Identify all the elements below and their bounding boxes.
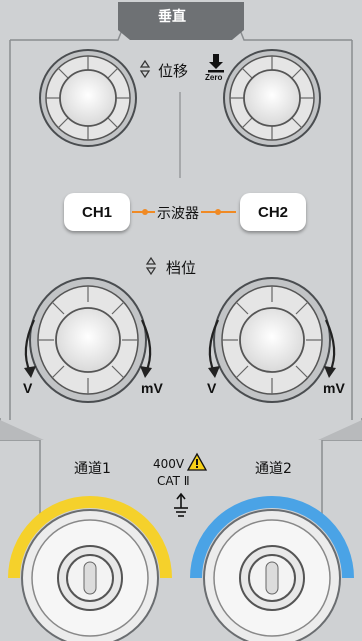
- header-tab: [118, 2, 244, 40]
- category-rating: CAT Ⅱ: [157, 474, 190, 488]
- zero-down-arrow-icon: [208, 54, 224, 73]
- position-knob-ch2[interactable]: [224, 50, 320, 146]
- channel1-input-label: 通道1: [74, 461, 111, 477]
- updown-arrows-icon: [145, 256, 157, 276]
- scale-knob-left-graphic: [24, 277, 152, 403]
- bnc-connector-ch2-graphic: [190, 496, 354, 641]
- oscilloscope-label: 示波器: [155, 203, 201, 223]
- position-knob-left-graphic: [39, 49, 137, 147]
- channel-link-dot-left: [142, 209, 148, 215]
- v-label-right: V: [207, 380, 217, 396]
- position-knob-right-graphic: [223, 49, 321, 147]
- zero-label: Zero: [205, 73, 223, 82]
- ch1-button[interactable]: CH1: [64, 193, 130, 231]
- bnc-connector-ch1-graphic: [8, 496, 172, 641]
- voltage-rating: 400V: [153, 457, 185, 471]
- ch2-button[interactable]: CH2: [240, 193, 306, 231]
- section-title: 垂直: [158, 9, 186, 25]
- warning-icon: [186, 452, 208, 471]
- mv-label-right: mV: [323, 380, 345, 396]
- updown-arrows-icon: [139, 59, 151, 79]
- ch2-bnc-input[interactable]: [204, 510, 340, 640]
- channel2-input-label: 通道2: [255, 461, 292, 477]
- mv-label-left: mV: [141, 380, 163, 396]
- position-label: 位移: [158, 62, 189, 80]
- v-label-left: V: [23, 380, 33, 396]
- position-knob-ch1[interactable]: [40, 50, 136, 146]
- channel-link-dot-right: [215, 209, 221, 215]
- lower-panel-bevel-left: [0, 420, 44, 440]
- lower-panel-bevel-right: [318, 420, 362, 440]
- scale-knob-ch2[interactable]: [214, 278, 330, 402]
- scale-knob-right-graphic: [208, 277, 336, 403]
- ground-icon: [174, 492, 188, 517]
- scale-label: 档位: [166, 259, 197, 277]
- ch1-bnc-input[interactable]: [22, 510, 158, 640]
- scale-knob-ch1[interactable]: [30, 278, 146, 402]
